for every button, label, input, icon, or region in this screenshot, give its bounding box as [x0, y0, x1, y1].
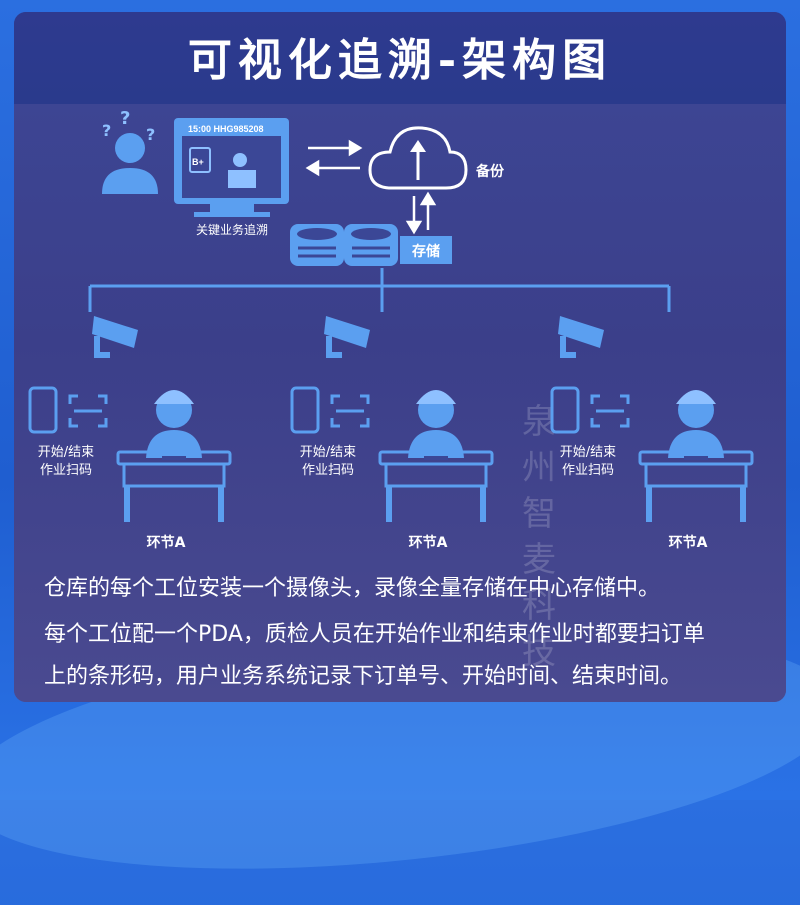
scan-label-line2: 作业扫码 [302, 463, 354, 478]
camera-icon [92, 316, 138, 358]
scan-label-line1: 开始/结束 [560, 445, 616, 460]
cloud-upload-icon [368, 126, 468, 190]
camera-icon [558, 316, 604, 358]
scan-label-line1: 开始/结束 [300, 445, 356, 460]
monitor-badge: B+ [192, 157, 204, 167]
station-label: 环节A [669, 534, 708, 551]
barcode-scan-icon [68, 394, 108, 428]
page-title: 可视化追溯-架构图 [187, 35, 613, 86]
worker-icon [638, 390, 754, 522]
description-line-1: 仓库的每个工位安装一个摄像头，录像全量存储在中心存储中。 [44, 576, 661, 601]
watermark: 泉 州 智 麦 科 技 [519, 399, 559, 675]
monitor-header: 15:00 HHG985208 [188, 124, 264, 134]
page: 可视化追溯-架构图 泉 州 智 麦 科 技 ? ? ? [0, 12, 800, 905]
title-bar: 可视化追溯-架构图 [14, 12, 786, 104]
station-2 [290, 386, 494, 522]
storage-server-icon [290, 224, 398, 266]
station-label: 环节A [409, 534, 448, 551]
architecture-diagram: ? ? ? 15:00 HHG985208 B+ 关键业务追溯 [28, 108, 754, 551]
station-3 [550, 386, 754, 522]
worker-icon [116, 390, 232, 522]
svg-text:?: ? [120, 108, 130, 129]
scan-label-line2: 作业扫码 [40, 463, 92, 478]
svg-text:?: ? [146, 125, 155, 144]
barcode-scan-icon [330, 394, 370, 428]
station-1 [28, 386, 232, 522]
watermark-char: 泉 [522, 402, 556, 442]
description-line-2: 每个工位配一个PDA，质检人员在开始作业和结束作业时都要扫订单 [44, 622, 705, 647]
description-line-3: 上的条形码，用户业务系统记录下订单号、开始时间、结束时间。 [44, 664, 683, 689]
sync-arrows-icon [305, 139, 363, 177]
confused-user-icon: ? ? ? [102, 108, 158, 194]
watermark-char: 技 [522, 632, 556, 672]
watermark-char: 科 [522, 586, 556, 626]
pda-icon [550, 386, 580, 434]
watermark-char: 智 [522, 494, 556, 534]
station-label: 环节A [147, 534, 186, 551]
monitor-icon [174, 118, 289, 217]
barcode-scan-icon [590, 394, 630, 428]
key-business-label: 关键业务追溯 [196, 222, 268, 237]
diagram-area: 泉 州 智 麦 科 技 [14, 104, 786, 702]
storage-label: 存储 [412, 243, 440, 260]
storage-badge [400, 236, 452, 264]
svg-text:?: ? [102, 121, 111, 140]
scan-label-line2: 作业扫码 [562, 463, 614, 478]
backup-label: 备份 [475, 163, 505, 180]
network-bus [88, 268, 671, 312]
watermark-char: 州 [522, 448, 556, 488]
worker-icon [378, 390, 494, 522]
camera-icon [324, 316, 370, 358]
pda-icon [28, 386, 58, 434]
backup-arrows-icon [405, 191, 437, 235]
pda-icon [290, 386, 320, 434]
scan-label-line1: 开始/结束 [38, 445, 94, 460]
diagram-panel: 可视化追溯-架构图 泉 州 智 麦 科 技 ? ? ? [14, 12, 786, 702]
watermark-char: 麦 [522, 540, 556, 580]
